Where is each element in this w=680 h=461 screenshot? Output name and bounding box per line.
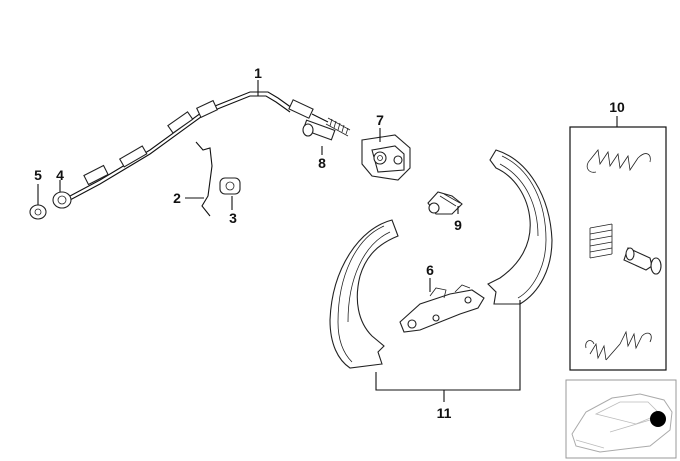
part-10-pin <box>623 247 662 275</box>
callout-4: 4 <box>56 167 64 183</box>
callout-6: 6 <box>426 262 434 278</box>
callout-3: 3 <box>229 210 237 226</box>
part-3-bushing <box>219 177 241 210</box>
part-7-bracket <box>361 128 411 181</box>
part-11-shoe-left <box>329 219 399 369</box>
callout-5: 5 <box>34 167 42 183</box>
callout-2: 2 <box>173 190 181 206</box>
callout-1: 1 <box>254 65 262 81</box>
part-11-bracket-line <box>375 300 521 402</box>
part-9-adjuster <box>427 191 463 215</box>
part-8-bolt <box>302 119 336 155</box>
callout-7: 7 <box>376 112 384 128</box>
part-5-nut <box>29 184 47 220</box>
part-10-kit-box <box>569 116 667 371</box>
callout-10: 10 <box>609 99 625 115</box>
part-1-cable <box>69 91 351 201</box>
location-dot-icon <box>650 411 666 427</box>
car-thumbnail <box>565 379 677 459</box>
part-2-clip <box>185 141 213 217</box>
part-6-lever <box>399 278 485 333</box>
part-11-shoe-right <box>487 149 553 305</box>
callout-11: 11 <box>437 405 452 421</box>
part-4-grommet <box>52 180 72 209</box>
callout-8: 8 <box>318 155 326 171</box>
callout-9: 9 <box>454 217 462 233</box>
